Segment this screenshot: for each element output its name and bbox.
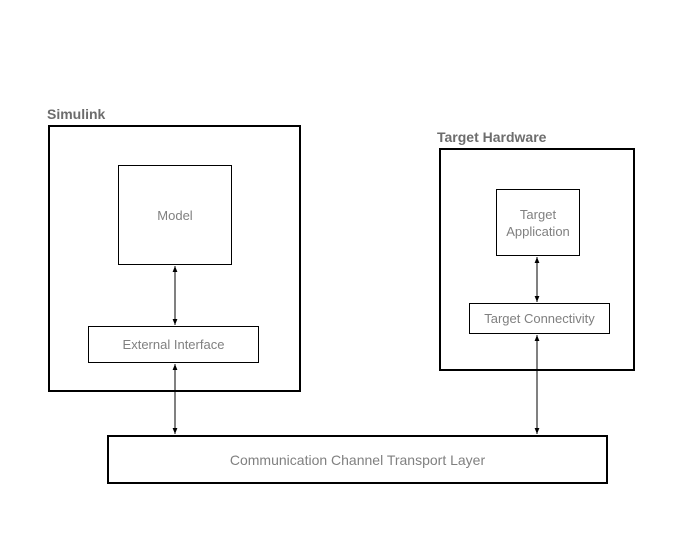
simulink-title: Simulink: [47, 106, 106, 122]
external-interface-label: External Interface: [122, 337, 225, 352]
target-application-label-line2: Application: [506, 223, 570, 239]
target-connectivity-box: Target Connectivity: [469, 303, 610, 334]
transport-layer-label: Communication Channel Transport Layer: [229, 451, 486, 468]
model-label: Model: [157, 207, 193, 223]
target-hardware-title: Target Hardware: [437, 129, 547, 145]
target-connectivity-label: Target Connectivity: [484, 311, 595, 326]
target-application-label-line1: Target: [519, 206, 557, 222]
target-hardware-frame: [439, 148, 635, 371]
target-application-box: Target Application: [496, 189, 580, 256]
transport-layer-box: Communication Channel Transport Layer: [107, 435, 608, 484]
model-box: Model: [118, 165, 232, 265]
external-interface-box: External Interface: [88, 326, 259, 363]
